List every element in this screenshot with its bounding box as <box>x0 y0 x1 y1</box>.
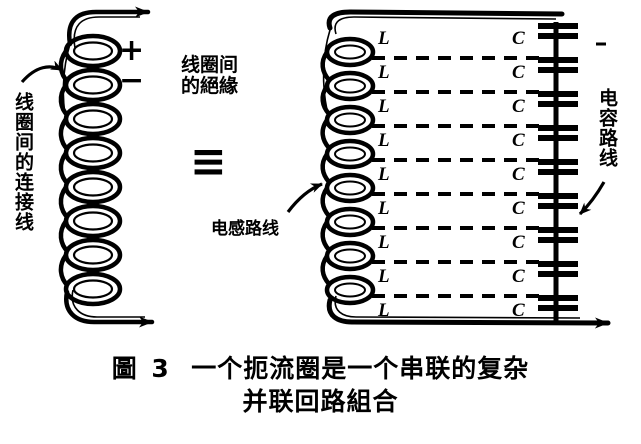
inductor-letter: L <box>377 130 390 151</box>
label-insulation-line1: 线圈间 <box>181 54 239 76</box>
capacitor-letter: C <box>512 232 525 253</box>
bottom-rail <box>326 297 611 329</box>
inductor-letters: L L L L L L L L L <box>377 28 390 321</box>
polarity-minus-sign: − <box>119 63 145 98</box>
inductor-letter: L <box>377 28 390 49</box>
label-inductance-path: 电感路线 <box>211 219 279 239</box>
label-coil-connection-wire: 线圈间的连接线 <box>12 92 34 232</box>
inductor-letter: L <box>377 62 390 83</box>
capacitor-letters: C C C C C C C C C <box>512 28 525 321</box>
capacitor-letter: C <box>512 96 525 117</box>
inductor-letter: L <box>377 198 390 219</box>
capacitor-letter: C <box>512 300 525 321</box>
label-capacitor-path: 电容路线 <box>596 88 618 168</box>
equiv-inductor-turns <box>320 36 376 306</box>
equivalence-symbol: ≡ <box>190 136 227 187</box>
capacitor-letter: C <box>512 198 525 219</box>
inductor-letter: L <box>377 164 390 185</box>
capacitor-letter: C <box>512 28 525 49</box>
top-rail <box>326 9 565 31</box>
right-circuit-group: L L L L L L L L L C C C C C C C C C <box>286 9 611 329</box>
capacitor-letter: C <box>512 266 525 287</box>
coil-left-spine <box>62 43 71 121</box>
inductor-letter: L <box>377 96 390 117</box>
caption-line-1: 圖 3 一个扼流圈是一个串联的复杂 <box>0 352 641 385</box>
coil-bottom-lead <box>64 289 155 328</box>
capacitor-path-pointer-arrow <box>578 181 606 216</box>
capacitor-letter: C <box>512 62 525 83</box>
left-coil-group <box>20 6 155 328</box>
polarity-plus-sign: + <box>119 33 145 68</box>
connection-wire-pointer-arrow <box>20 60 63 84</box>
coil-turns <box>58 33 123 307</box>
figure-caption: 圖 3 一个扼流圈是一个串联的复杂 并联回路組合 <box>0 352 641 418</box>
caption-line-2: 并联回路組合 <box>242 387 399 416</box>
equiv-coil-spine <box>322 29 331 111</box>
coil-bottom-lead-inner <box>71 289 145 318</box>
label-inter-coil-insulation: 线圈间 的絕緣 <box>181 54 239 98</box>
inductor-letter: L <box>377 266 390 287</box>
inductor-letter: L <box>377 232 390 253</box>
coil-top-lead <box>66 6 151 47</box>
capacitor-letter: C <box>512 130 525 151</box>
dashed-links <box>372 56 548 298</box>
caption-figure-number: 圖 3 <box>111 354 172 383</box>
label-insulation-line2: 的絕緣 <box>181 75 239 98</box>
inductance-path-pointer-arrow <box>286 182 323 213</box>
capacitor-ladder <box>538 22 578 322</box>
top-rail-inner <box>334 16 557 35</box>
caption-text-line-1: 一个扼流圈是一个串联的复杂 <box>191 354 530 383</box>
capacitor-letter: C <box>512 164 525 185</box>
inductor-letter: L <box>377 300 390 321</box>
